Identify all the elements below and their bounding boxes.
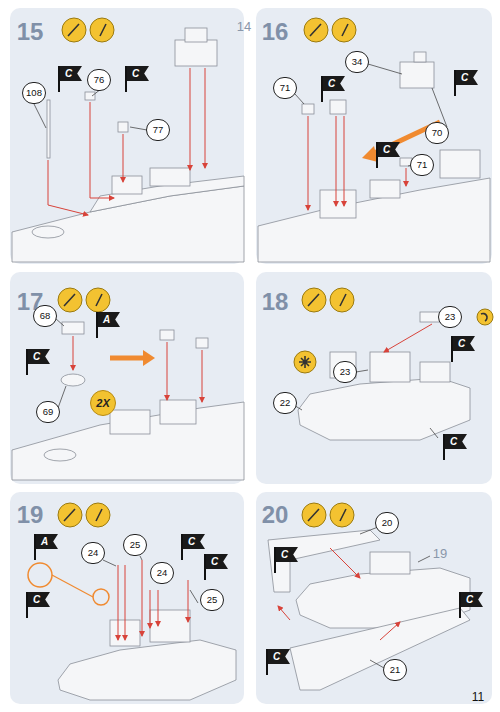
paint-flag: C [450,435,457,448]
callout-number: 70 [425,122,449,144]
flag-pole: C [451,336,475,362]
flag-body: C [378,142,400,157]
step-number: 16 [262,18,289,46]
flag-pole: C [459,592,483,618]
paint-flag: C [132,67,139,80]
paint-flag: C [458,337,465,350]
callout-number: 77 [146,119,170,141]
flag-pole: C [125,66,149,92]
flag-pole: C [58,66,82,92]
part-reference: 19 [433,546,447,561]
paint-flag: C [461,71,468,84]
quantity-badge: 2X [90,390,116,416]
step-number: 15 [17,18,44,46]
flag-body: C [28,349,50,364]
callout-number: 20 [375,512,399,534]
callout-number: 24 [150,562,174,584]
step-number: 19 [17,501,44,529]
callout-number: 21 [383,659,407,681]
flag-pole: C [376,142,400,168]
flag-body: C [456,70,478,85]
callout-number: 108 [22,82,46,104]
paint-flag: C [273,650,280,663]
flag-body: A [98,312,120,327]
flag-body: C [453,336,475,351]
callout-number: 68 [33,305,57,327]
flag-body: C [183,534,205,549]
flag-pole: C [321,76,345,102]
flag-body: C [28,592,50,607]
paint-flag: C [65,67,72,80]
flag-pole: C [274,547,298,573]
paint-flag: C [211,555,218,568]
paint-flag: C [383,143,390,156]
paint-flag: C [33,350,40,363]
flag-pole: C [26,349,50,375]
flag-body: C [461,592,483,607]
flag-pole: A [96,312,120,338]
callout-number: 25 [200,589,224,611]
callout-number: 24 [81,542,105,564]
flag-body: C [323,76,345,91]
flag-body: C [268,649,290,664]
flag-pole: C [443,434,467,460]
callout-number: 34 [345,51,369,73]
callout-number: 69 [36,401,60,423]
paint-flag: A [103,313,110,326]
flag-body: C [127,66,149,81]
paint-flag: C [466,593,473,606]
callout-number: 71 [273,77,297,99]
flag-pole: C [181,534,205,560]
step-number: 20 [262,501,289,529]
flag-body: C [445,434,467,449]
part-reference: 14 [237,19,251,34]
flag-body: A [36,534,58,549]
flag-body: C [276,547,298,562]
flag-pole: C [454,70,478,96]
paint-flag: A [41,535,48,548]
callout-number: 23 [438,306,462,328]
paint-flag: C [328,77,335,90]
callout-number: 76 [87,69,111,91]
callout-number: 25 [123,534,147,556]
paint-flag: C [188,535,195,548]
flag-body: C [60,66,82,81]
flag-body: C [206,554,228,569]
flag-pole: C [266,649,290,675]
page-number: 11 [472,690,484,704]
callout-number: 23 [333,361,357,383]
flag-pole: C [204,554,228,580]
paint-flag: C [33,593,40,606]
flag-pole: A [34,534,58,560]
callout-number: 71 [410,154,434,176]
flag-pole: C [26,592,50,618]
step-number: 18 [262,288,289,316]
callout-number: 22 [273,392,297,414]
paint-flag: C [281,548,288,561]
